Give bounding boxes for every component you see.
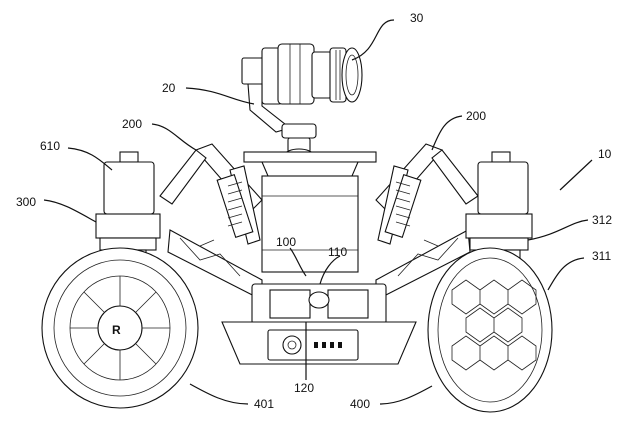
label-10: 10 — [598, 147, 612, 161]
label-20: 20 — [162, 81, 176, 95]
label-200-right: 200 — [466, 109, 486, 123]
right-steering-column — [465, 151, 533, 263]
svg-text:R: R — [112, 323, 121, 337]
label-300: 300 — [16, 195, 36, 209]
label-312: 312 — [592, 213, 612, 227]
label-311: 311 — [592, 249, 611, 263]
suspension-right — [375, 143, 479, 301]
label-400: 400 — [350, 397, 370, 411]
lower-housing — [221, 283, 417, 365]
label-401: 401 — [254, 397, 274, 411]
suspension-left — [159, 143, 263, 301]
label-30: 30 — [410, 11, 424, 25]
label-200-left: 200 — [122, 117, 142, 131]
left-wheel: R — [41, 247, 199, 409]
label-110: 110 — [328, 245, 347, 259]
leader-lines — [43, 19, 593, 405]
camera-gimbal — [241, 43, 363, 162]
reference-labels: 30 20 200 200 610 10 300 312 100 110 311… — [16, 11, 612, 411]
chassis-body — [243, 151, 377, 273]
label-100: 100 — [276, 235, 296, 249]
right-wheel — [427, 247, 553, 413]
label-120: 120 — [294, 381, 314, 395]
label-610: 610 — [40, 139, 60, 153]
